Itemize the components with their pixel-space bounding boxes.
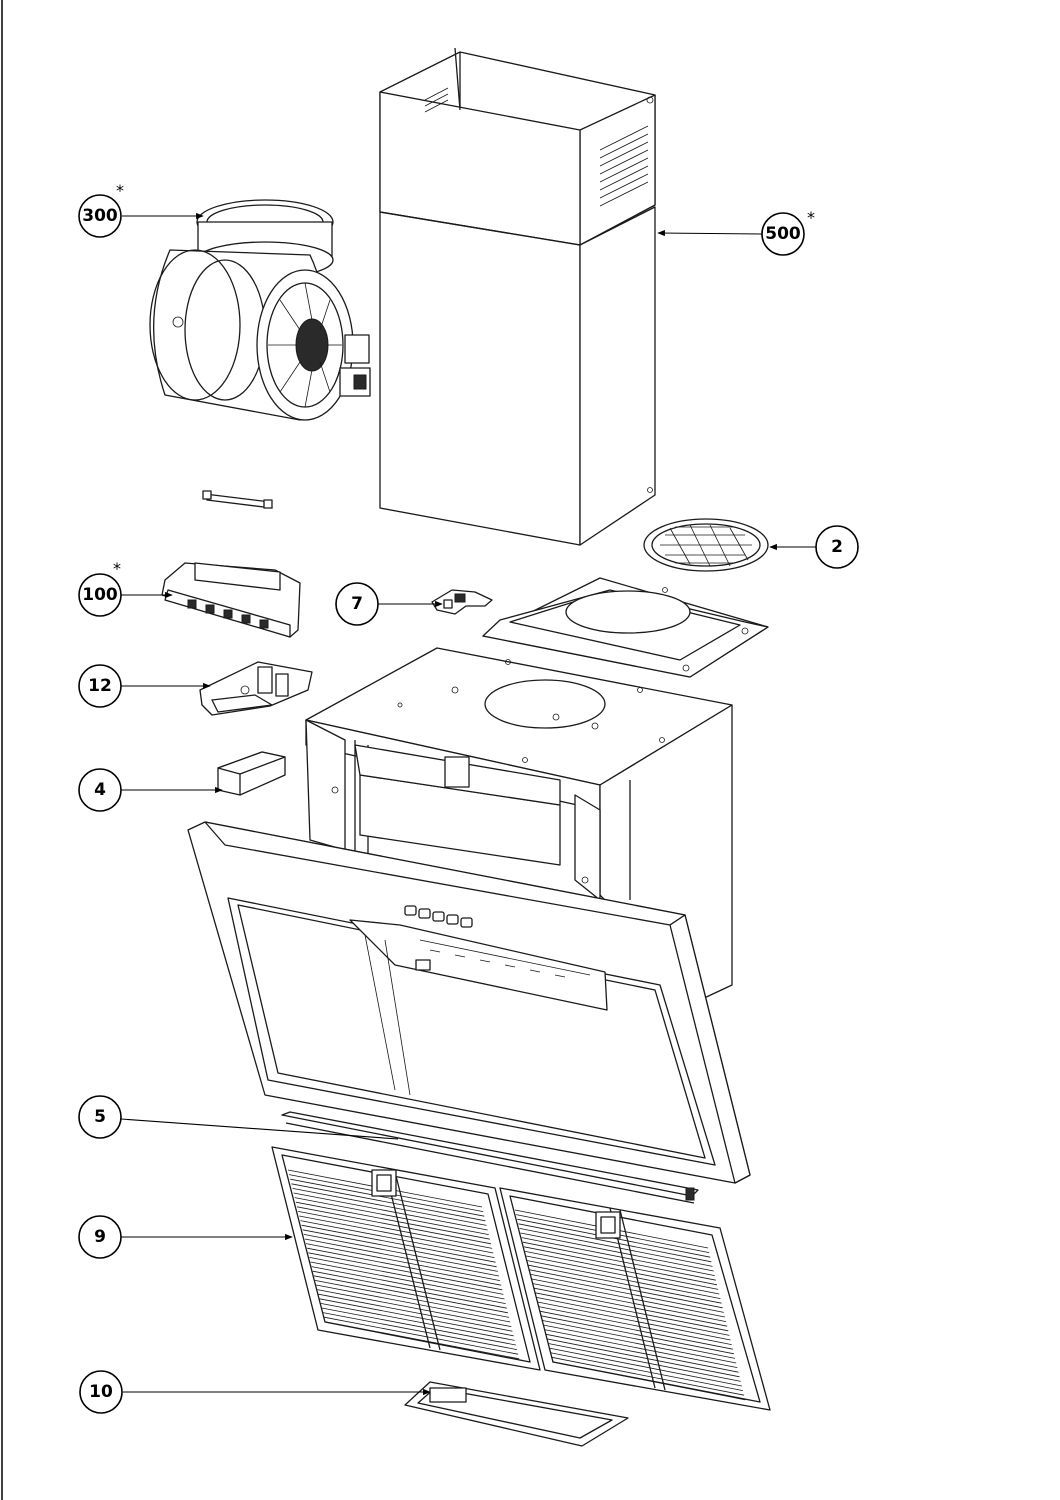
callout-300-star: *: [116, 181, 124, 200]
callout-100: 100 *: [78, 559, 173, 617]
callout-12-label: 12: [88, 676, 112, 696]
callout-500: 500 *: [657, 208, 815, 256]
callout-5-label: 5: [94, 1107, 106, 1127]
small-bracket-part: [202, 490, 273, 509]
callout-7: 7: [335, 582, 443, 626]
light-cover-part: [404, 1381, 629, 1447]
callout-9-label: 9: [94, 1227, 106, 1247]
front-frame-part: [187, 821, 751, 1184]
callout-12: 12: [78, 664, 211, 708]
motor-part: [149, 199, 371, 421]
callout-4: 4: [78, 768, 223, 812]
chimney-part: [379, 47, 656, 546]
callout-10-label: 10: [89, 1382, 113, 1402]
callout-9: 9: [78, 1215, 293, 1259]
callout-500-label: 500: [765, 224, 801, 244]
grease-filter-right-part: [499, 1187, 771, 1411]
round-grille-part: [643, 518, 769, 572]
transformer-box-part: [217, 751, 286, 796]
callout-500-star: *: [807, 208, 815, 227]
control-board-part: [161, 562, 301, 638]
callout-300-label: 300: [82, 206, 118, 226]
callout-7-label: 7: [351, 594, 363, 614]
callout-300: 300 *: [78, 181, 204, 238]
callout-2-label: 2: [831, 537, 843, 557]
grease-filter-left-part: [271, 1146, 541, 1371]
callout-100-star: *: [113, 559, 121, 578]
switch-part: [431, 589, 493, 615]
callout-5: 5: [78, 1095, 399, 1140]
callout-100-label: 100: [82, 585, 118, 605]
top-cover-part: [482, 577, 769, 678]
callout-2: 2: [769, 525, 859, 569]
callout-10: 10: [79, 1370, 431, 1414]
bracket-part: [199, 661, 313, 716]
callout-4-label: 4: [94, 780, 106, 800]
